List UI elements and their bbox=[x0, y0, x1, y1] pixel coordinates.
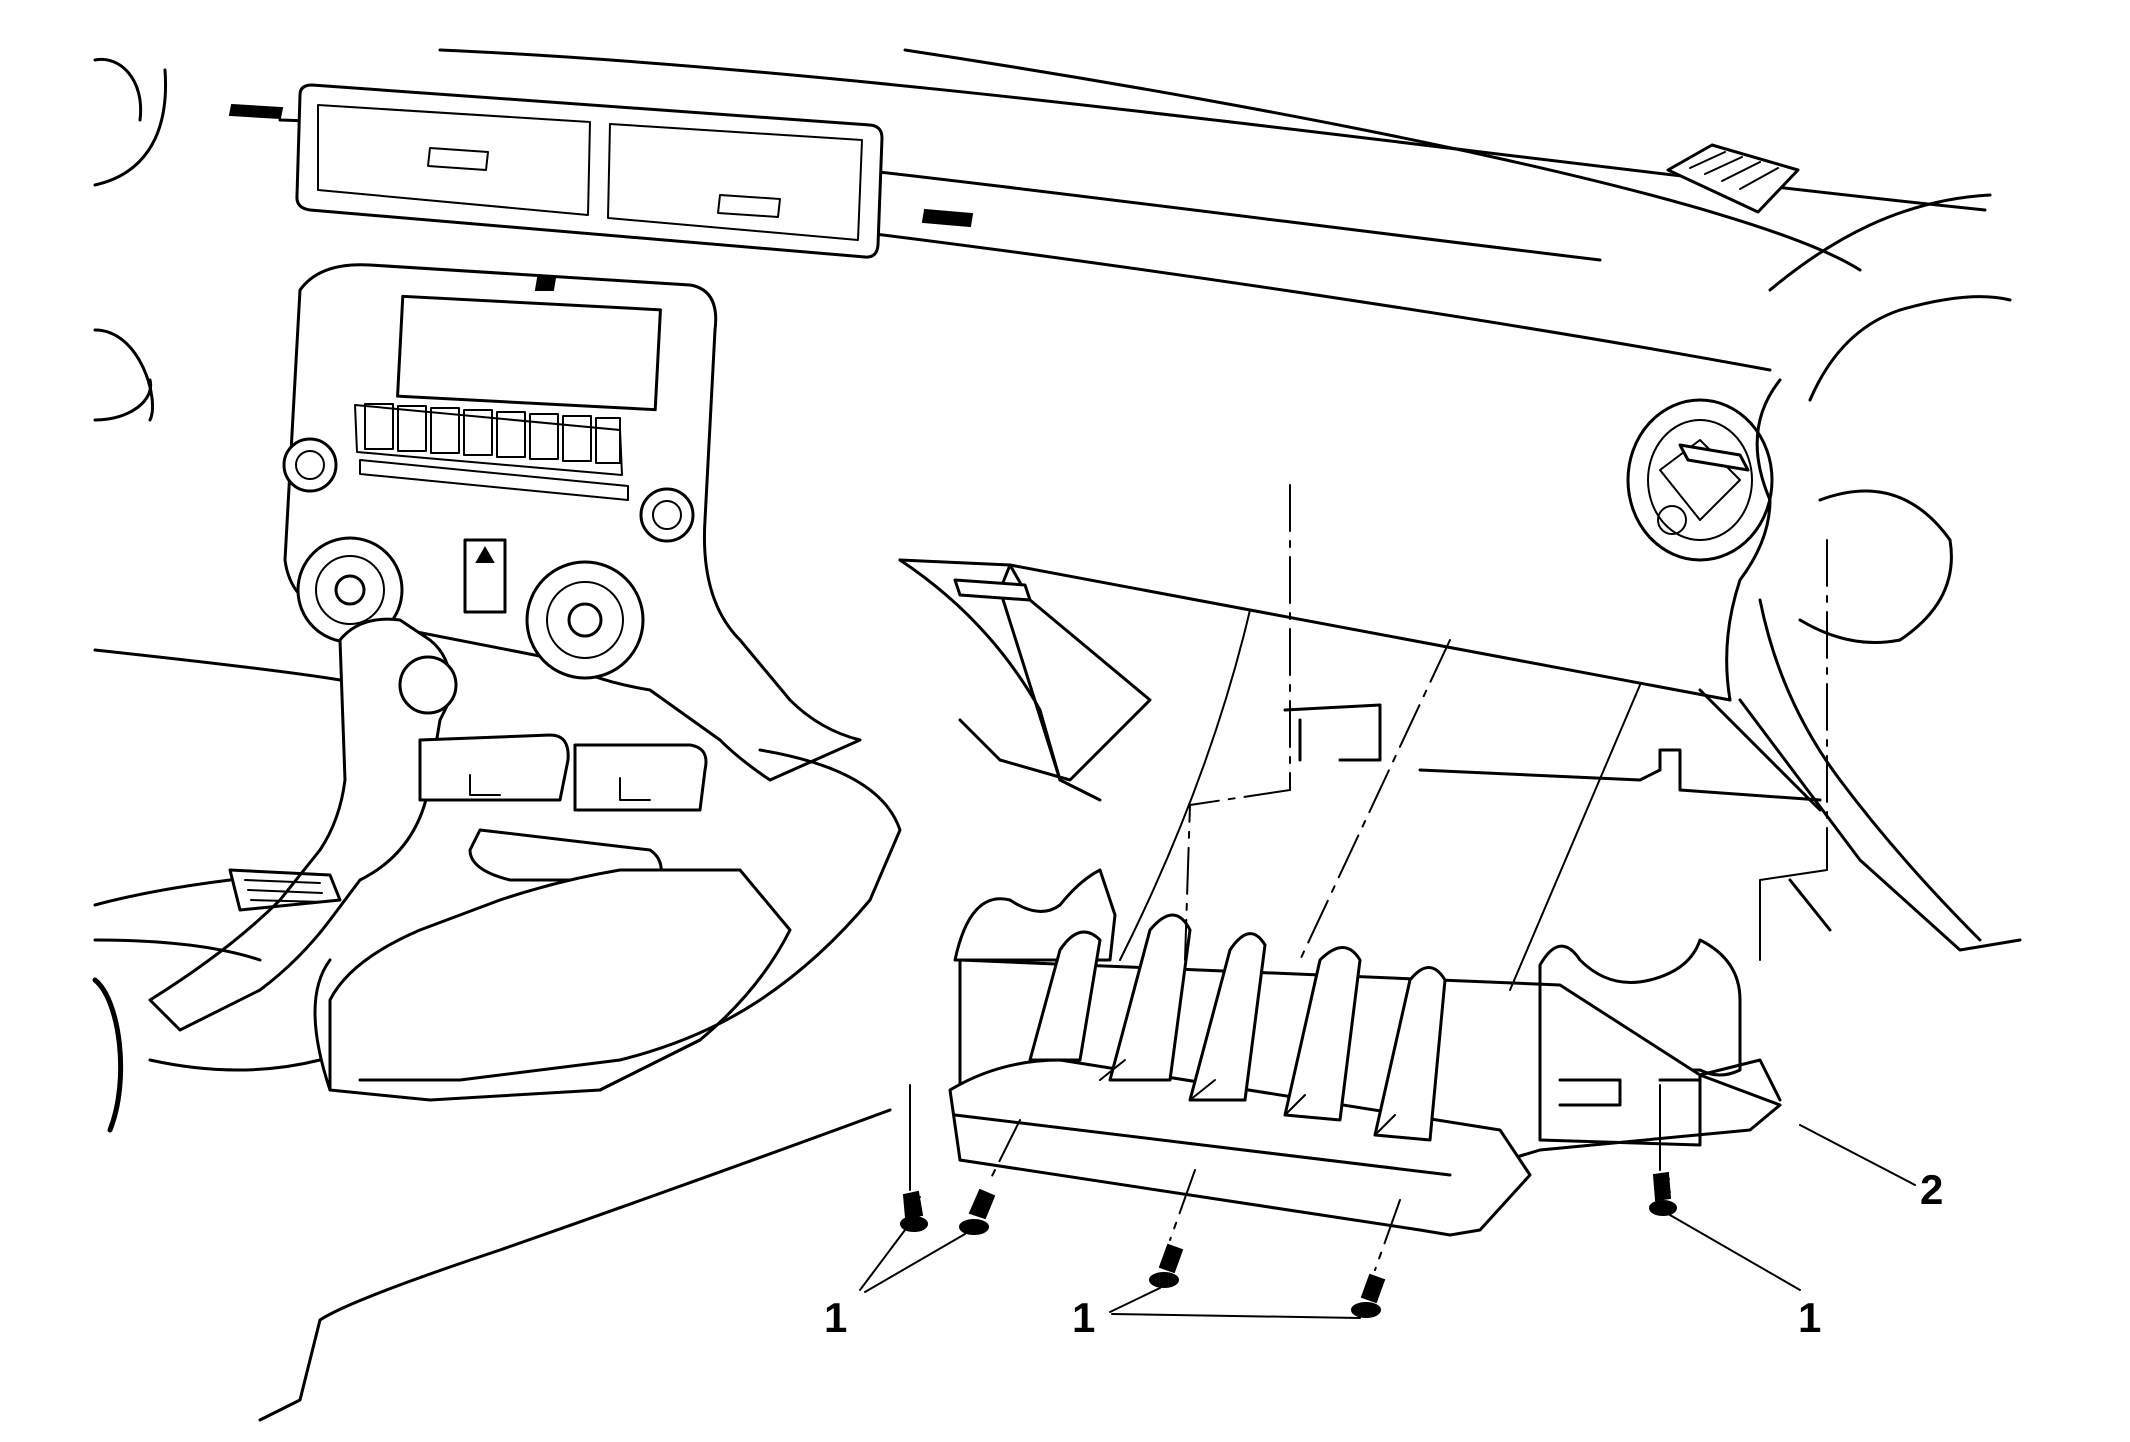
fastener-screws bbox=[900, 1171, 1677, 1318]
callout-1-center: 1 bbox=[1072, 1294, 1095, 1341]
screw-3 bbox=[1149, 1243, 1184, 1288]
screw-2 bbox=[959, 1188, 996, 1235]
callout-1-right: 1 bbox=[1798, 1294, 1821, 1341]
screw-5 bbox=[1649, 1171, 1677, 1216]
steering-column-left bbox=[92, 57, 168, 1133]
knee-panel-left bbox=[258, 748, 902, 1422]
callout-leader-lines bbox=[859, 1124, 1916, 1319]
glovebox-opening-frame bbox=[898, 558, 1822, 812]
right-upper-vent bbox=[1666, 143, 1800, 214]
radio-preset-buttons bbox=[364, 403, 621, 464]
radio-center-stack bbox=[282, 263, 862, 782]
stack-top-clip bbox=[534, 277, 557, 291]
alignment-centerlines bbox=[909, 484, 1828, 1271]
screw-4 bbox=[1351, 1273, 1386, 1318]
callout-2: 2 bbox=[1920, 1166, 1943, 1213]
right-vent-and-door-edge bbox=[1626, 295, 2022, 952]
center-air-vents bbox=[228, 83, 974, 259]
hvac-dials bbox=[296, 536, 645, 680]
glovebox-compartment bbox=[948, 868, 1782, 1237]
callout-1-left: 1 bbox=[824, 1294, 847, 1341]
callout-labels: 1 1 1 2 bbox=[824, 1166, 1943, 1341]
radio-knobs bbox=[282, 437, 695, 543]
screw-1 bbox=[900, 1190, 928, 1232]
